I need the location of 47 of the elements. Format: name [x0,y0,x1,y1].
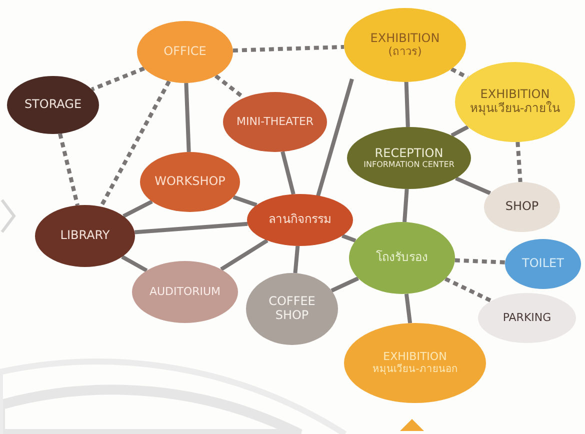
node-label: STORAGE [24,98,82,112]
connector [450,125,469,138]
connector [402,188,409,222]
connector [184,82,191,152]
ellipse-node [247,194,353,246]
node-label: โถงรับรอง [376,251,428,265]
node-label: SHOP [505,200,539,214]
connector [280,151,296,195]
ellipse-node [478,293,576,343]
node-label: COFFEE SHOP [268,295,316,323]
node-title: EXHIBITION [383,350,447,364]
dashed-connector [58,133,80,206]
node-subtitle: (ถาวร) [388,46,422,58]
node-title: RECEPTION [374,146,444,160]
node-label: PARKING [502,312,552,324]
node-subtitle: หมุนเวียน-ภายนอก [372,364,458,376]
node-label: MINI-THEATER [236,116,314,128]
connector [220,238,268,272]
node-subtitle: หมุนเวียน-ภายใน [470,102,560,116]
node-label: ลานกิจกรรม [268,213,332,227]
node-label: OFFICE [164,45,206,59]
connector [293,246,300,274]
connector [404,294,412,324]
dashed-connector [99,80,171,208]
connector [330,276,360,292]
dashed-connector [454,258,506,264]
connector [134,222,248,234]
dashed-connector [450,67,469,80]
connector [122,200,153,218]
ellipse-node [484,182,560,232]
connector [316,78,354,197]
connector [342,234,356,243]
node-title: EXHIBITION [370,32,440,46]
connector [121,255,148,272]
node-label: AUDITORIUM [149,286,221,298]
node-label: TOILET [522,257,564,271]
node-label: WORKSHOP [154,175,226,189]
connector [232,195,258,207]
node-title: EXHIBITION [480,88,550,102]
connector [404,82,410,128]
dashed-connector [232,44,344,52]
dashed-connector [516,142,522,182]
node-label: LIBRARY [60,229,110,243]
node-subtitle: INFORMATION CENTER [364,160,454,170]
dashed-connector [91,66,145,92]
dashed-connector [444,276,492,303]
connector [455,176,492,196]
